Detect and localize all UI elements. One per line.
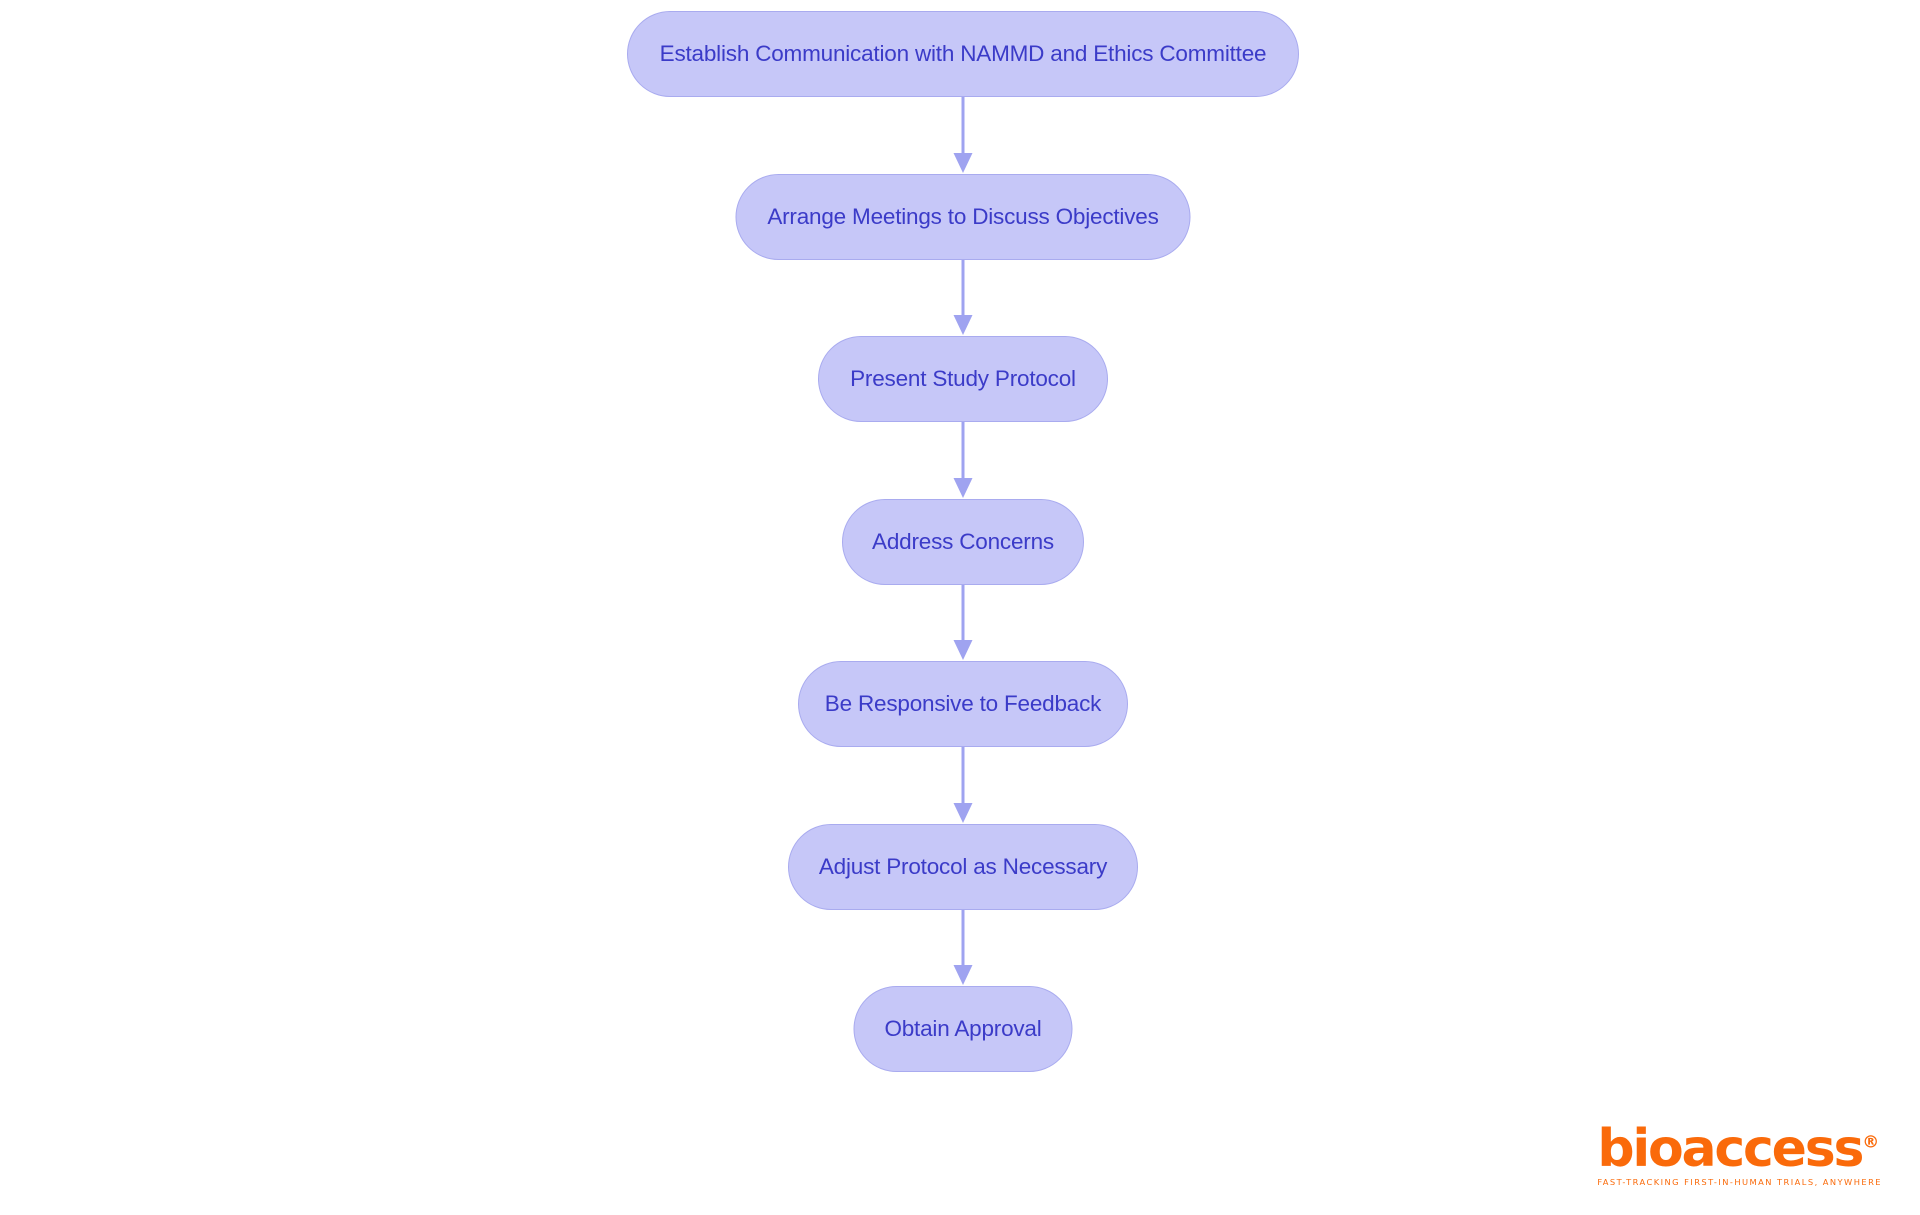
connector-2-3 [951,260,975,336]
bioaccess-logo: bioaccess® FAST-TRACKING FIRST-IN-HUMAN … [1597,1123,1882,1187]
connector-3-4 [951,422,975,499]
flow-node-label: Arrange Meetings to Discuss Objectives [767,204,1159,230]
connector-6-7 [951,910,975,986]
connector-4-5 [951,585,975,661]
logo-wordmark-text: bioaccess [1597,1118,1864,1179]
logo-tagline: FAST-TRACKING FIRST-IN-HUMAN TRIALS, ANY… [1597,1177,1882,1187]
registered-trademark-icon: ® [1862,1132,1880,1153]
flow-node-arrange-meetings[interactable]: Arrange Meetings to Discuss Objectives [735,174,1191,260]
flow-node-label: Present Study Protocol [850,366,1076,392]
connector-5-6 [951,747,975,824]
flow-node-be-responsive-to-feedback[interactable]: Be Responsive to Feedback [798,661,1128,747]
connector-1-2 [951,97,975,174]
flow-node-address-concerns[interactable]: Address Concerns [842,499,1084,585]
flow-node-present-study-protocol[interactable]: Present Study Protocol [818,336,1108,422]
logo-wordmark: bioaccess® [1597,1123,1882,1175]
flow-node-label: Establish Communication with NAMMD and E… [659,41,1267,67]
flow-node-label: Be Responsive to Feedback [824,691,1102,717]
flow-node-establish-communication[interactable]: Establish Communication with NAMMD and E… [627,11,1299,97]
flow-node-label: Address Concerns [872,529,1054,555]
flow-node-label: Adjust Protocol as Necessary [818,854,1108,880]
flow-node-label: Obtain Approval [884,1016,1042,1042]
flow-node-adjust-protocol[interactable]: Adjust Protocol as Necessary [788,824,1138,910]
flow-node-obtain-approval[interactable]: Obtain Approval [853,986,1073,1072]
